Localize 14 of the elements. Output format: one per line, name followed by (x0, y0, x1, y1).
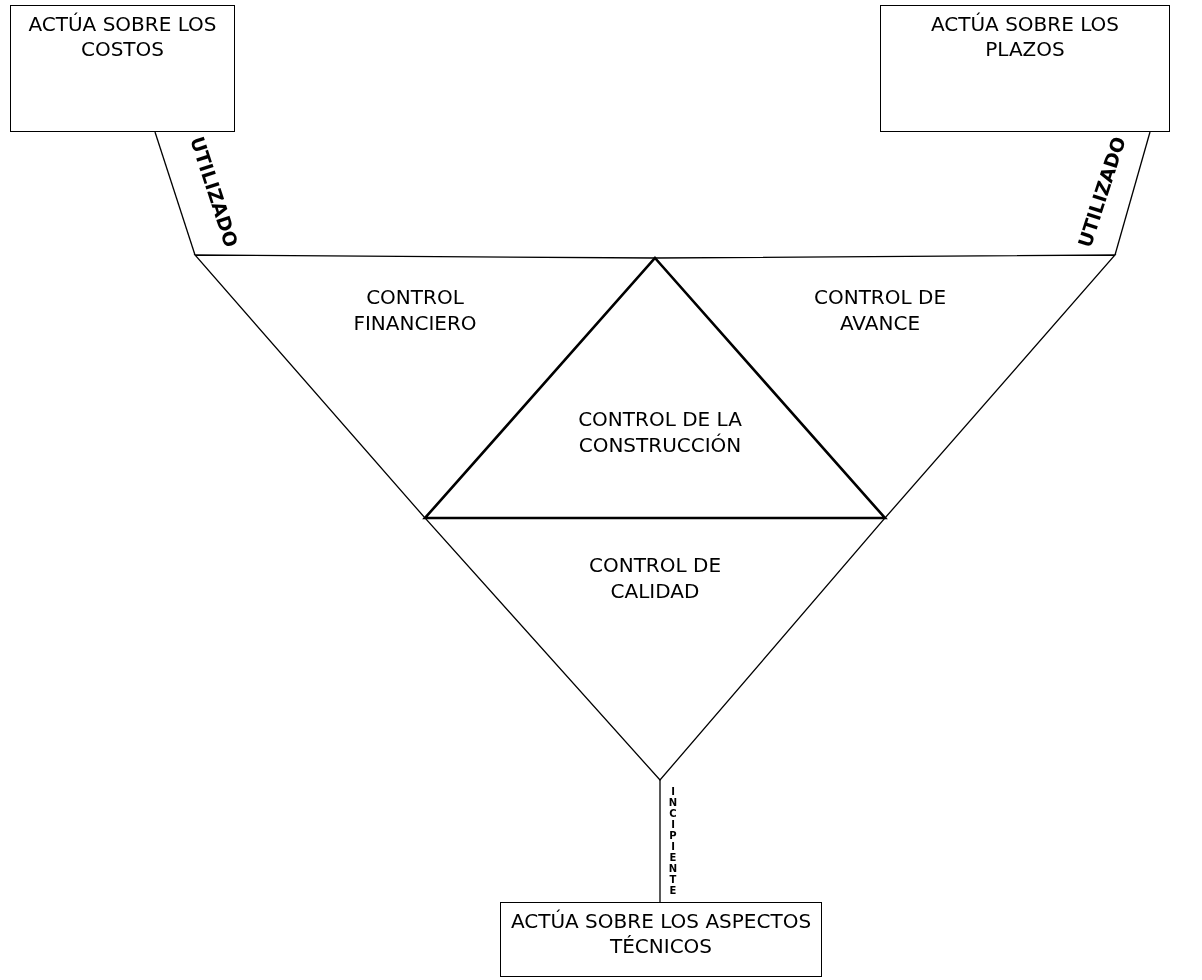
text-box (880, 5, 1170, 132)
box-text: ACTÚA SOBRE LOS PLAZOS (929, 12, 1121, 62)
box-text: ACTÚA SOBRE LOS ASPECTOS TÉCNICOS (509, 909, 813, 959)
text-box (500, 902, 822, 977)
connector-line (659, 779, 661, 903)
region-label: CONTROL DE CALIDAD (587, 552, 723, 604)
box-text: ACTÚA SOBRE LOS COSTOS (27, 12, 218, 62)
region-label: CONTROL DE AVANCE (812, 284, 948, 336)
region-label: CONTROL DE LA CONSTRUCCIÓN (577, 406, 743, 458)
connector-line (1114, 131, 1151, 256)
edge-label: INCIPIENTE (668, 786, 678, 896)
text-box (10, 5, 235, 132)
region-label: CONTROL FINANCIERO (352, 284, 478, 336)
connector-line (154, 131, 196, 256)
